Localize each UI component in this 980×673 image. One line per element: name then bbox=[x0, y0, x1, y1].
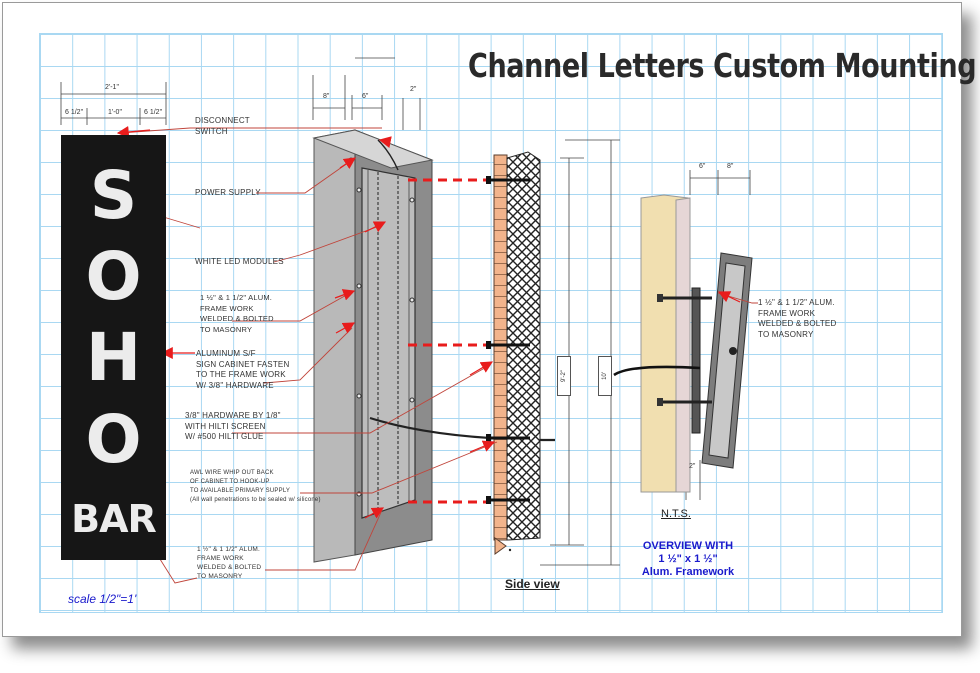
note-line: FRAME WORK bbox=[758, 308, 816, 318]
dim-text: 9'-2" bbox=[560, 370, 567, 382]
caption-line: OVERVIEW WITH bbox=[642, 540, 734, 552]
note-line: SWITCH bbox=[195, 126, 228, 136]
note-line: TO THE FRAME WORK bbox=[196, 370, 286, 379]
note-line: AWL WIRE WHIP OUT BACK bbox=[190, 470, 274, 476]
note-line: POWER SUPPLY bbox=[195, 188, 261, 197]
sign-overall-dim: 2'-1" bbox=[105, 84, 119, 91]
cabinet-dim-1: 8" bbox=[323, 93, 330, 100]
overview-dim-2: 8" bbox=[727, 163, 734, 170]
side-height-1: 9'-2" bbox=[557, 356, 571, 396]
note-led-modules: WHITE LED MODULES bbox=[195, 257, 284, 268]
overview-gap-dim: 2" bbox=[689, 463, 696, 470]
cabinet-dim-3: 2" bbox=[410, 86, 417, 93]
note-line: 1 ½" & 1 1/2" ALUM. bbox=[200, 293, 273, 302]
note-line: 3/8" HARDWARE BY 1/8" bbox=[185, 411, 281, 420]
note-line: W/ #500 HILTI GLUE bbox=[185, 432, 264, 441]
sign-letter: O bbox=[85, 238, 142, 315]
side-view-caption: Side view bbox=[505, 577, 560, 591]
sign-word-bar: BAR bbox=[71, 497, 157, 541]
sign-left-dim: 6 1/2" bbox=[65, 109, 84, 116]
sign-right-dim: 6 1/2" bbox=[144, 109, 163, 116]
note-line: FRAME WORK bbox=[200, 303, 254, 313]
note-line: FRAME WORK bbox=[197, 555, 244, 562]
page-title: Channel Letters Custom Mounting bbox=[468, 46, 977, 85]
note-line: TO MASONRY bbox=[758, 329, 814, 339]
caption-line: Alum. Framework bbox=[641, 566, 735, 578]
cabinet-dimensions bbox=[312, 57, 421, 130]
cabinet-dim-2: 6" bbox=[362, 93, 369, 100]
nts-label: N.T.S. bbox=[661, 508, 691, 520]
note-line: TO AVAILABLE PRIMARY SUPPLY bbox=[190, 488, 291, 494]
note-line: ALUMINUM S/F bbox=[196, 349, 256, 358]
note-line: WELDED & BOLTED bbox=[197, 564, 262, 571]
note-line: OF CABINET TO HOOK-UP bbox=[190, 479, 270, 485]
note-frame-1: 1 ½" & 1 1/2" ALUM. FRAME WORK WELDED & … bbox=[200, 293, 274, 335]
note-line: WELDED & BOLTED bbox=[200, 314, 274, 323]
overview-caption: OVERVIEW WITH 1 ½" x 1 ½" Alum. Framewor… bbox=[636, 540, 740, 579]
blueprint-grid bbox=[39, 33, 943, 613]
side-height-2: 10' bbox=[598, 356, 612, 396]
dim-text: 10' bbox=[601, 372, 608, 380]
note-aluminum: ALUMINUM S/F SIGN CABINET FASTEN TO THE … bbox=[196, 349, 289, 391]
note-frame-3: 1 ½" & 1 1/2" ALUM. FRAME WORK WELDED & … bbox=[758, 298, 836, 340]
sign-dimensions bbox=[60, 82, 167, 125]
overview-detail bbox=[613, 170, 753, 500]
note-power-supply: POWER SUPPLY bbox=[195, 188, 261, 199]
note-line: WELDED & BOLTED bbox=[758, 319, 837, 328]
sign-letter: O bbox=[85, 401, 142, 478]
note-hardware: 3/8" HARDWARE BY 1/8" WITH HILTI SCREEN … bbox=[185, 411, 281, 443]
note-line: SIGN CABINET FASTEN bbox=[196, 359, 290, 369]
side-view-wall bbox=[486, 151, 541, 555]
note-line: W/ 3/8" HARDWARE bbox=[196, 380, 274, 390]
note-line: 1 ½" & 1 1/2" ALUM. bbox=[758, 298, 835, 307]
caption-line: 1 ½" x 1 ½" bbox=[658, 553, 718, 565]
note-line: 1 ½" & 1 1/2" ALUM. bbox=[197, 546, 260, 553]
side-view-dimensions bbox=[540, 139, 620, 566]
note-line: WHITE LED MODULES bbox=[195, 257, 284, 266]
note-line: TO MASONRY bbox=[197, 573, 243, 580]
sign-letter: S bbox=[89, 157, 138, 234]
note-line: (All wall penetrations to be sealed w/ s… bbox=[190, 497, 321, 503]
soho-bar-sign: S O H O BAR bbox=[61, 135, 166, 560]
note-line: DISCONNECT bbox=[195, 116, 250, 125]
leader-lines bbox=[119, 127, 758, 584]
note-frame-2: 1 ½" & 1 1/2" ALUM. FRAME WORK WELDED & … bbox=[197, 545, 261, 581]
sign-letter: H bbox=[85, 319, 142, 396]
scale-note: scale 1/2"=1' bbox=[68, 592, 137, 606]
note-disconnect: DISCONNECT SWITCH bbox=[195, 116, 250, 137]
overview-dim-1: 6" bbox=[699, 163, 706, 170]
note-line: WITH HILTI SCREEN bbox=[185, 421, 266, 431]
mounting-dash-lines bbox=[408, 178, 490, 504]
note-line: TO MASONRY bbox=[200, 324, 253, 334]
note-wire-whip: AWL WIRE WHIP OUT BACK OF CABINET TO HOO… bbox=[190, 469, 321, 505]
sign-center-dim: 1'-0" bbox=[108, 109, 122, 116]
